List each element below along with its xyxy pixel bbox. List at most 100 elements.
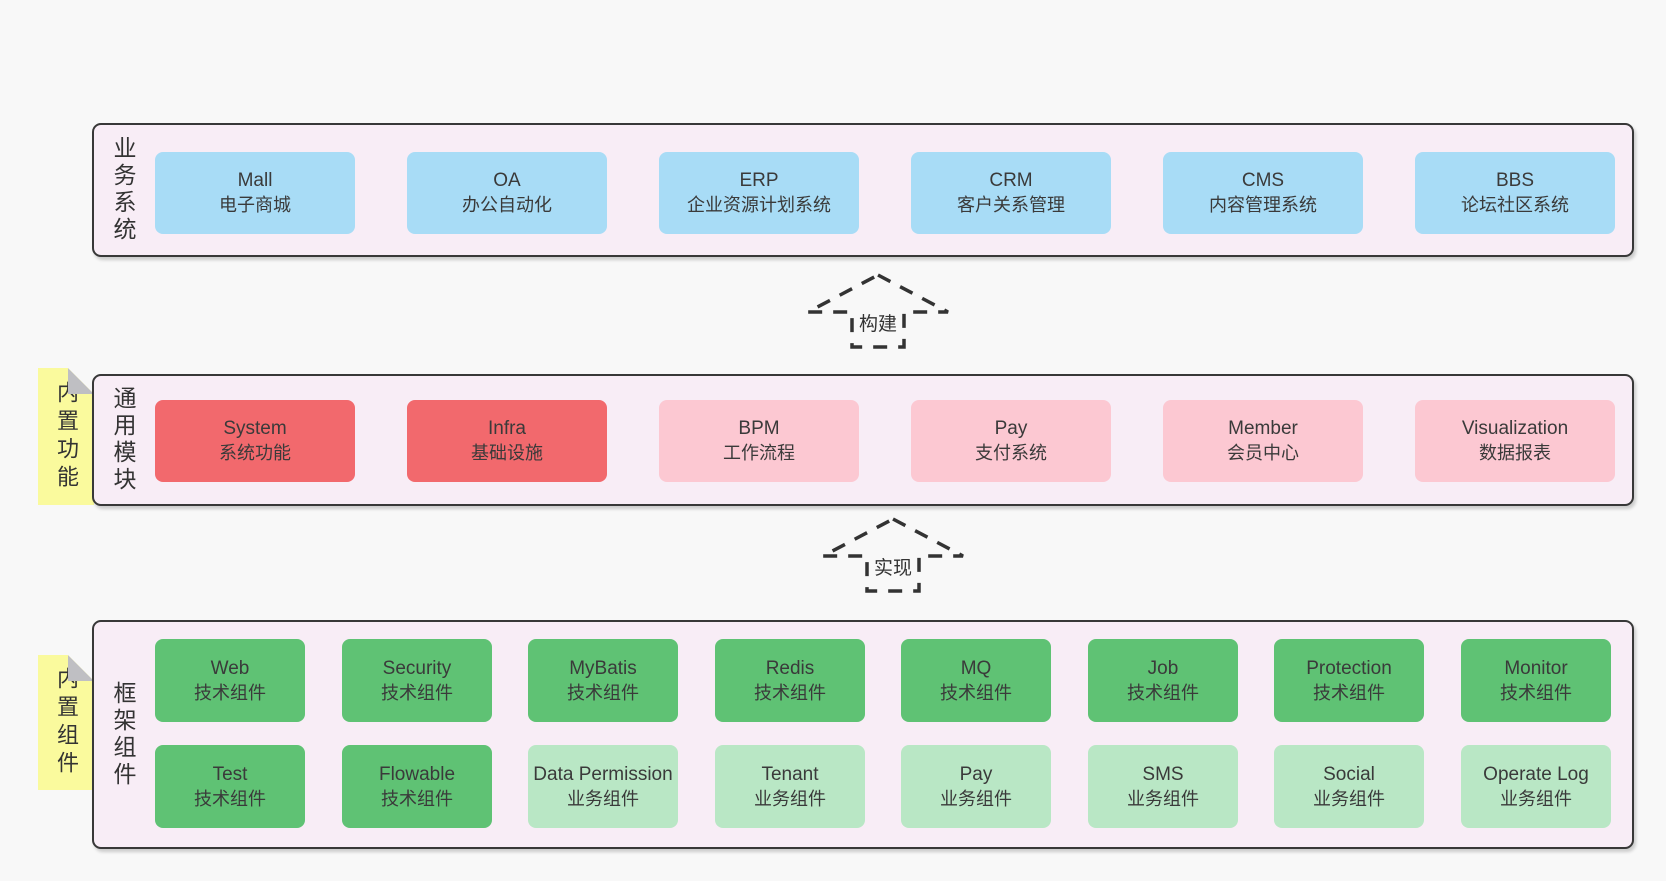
box-title: MQ	[960, 657, 992, 679]
box-title: Test	[212, 763, 248, 785]
box-subtitle: 基础设施	[471, 443, 543, 463]
box-erp: ERP 企业资源计划系统	[659, 152, 859, 234]
box-title: BBS	[1495, 170, 1535, 191]
box-system: System 系统功能	[155, 400, 355, 482]
box-infra: Infra 基础设施	[407, 400, 607, 482]
box-subtitle: 技术组件	[567, 682, 639, 703]
box-title: Flowable	[378, 763, 456, 785]
box-title: Member	[1228, 418, 1298, 439]
box-data-permission: Data Permission 业务组件	[528, 745, 678, 828]
box-subtitle: 客户关系管理	[957, 195, 1065, 215]
box-oa: OA 办公自动化	[407, 152, 607, 234]
box-security: Security 技术组件	[342, 639, 492, 722]
arrow-label: 实现	[874, 557, 912, 579]
box-title: MyBatis	[569, 657, 637, 679]
box-mq: MQ 技术组件	[901, 639, 1051, 722]
box-subtitle: 支付系统	[975, 443, 1047, 463]
box-title: Pay	[994, 418, 1028, 439]
box-title: Operate Log	[1483, 763, 1589, 785]
box-subtitle: 论坛社区系统	[1461, 195, 1569, 215]
panel-framework-components: 框架组件 Web 技术组件 Security 技术组件 MyBatis 技术组件…	[92, 620, 1634, 849]
box-pay-component: Pay 业务组件	[901, 745, 1051, 828]
box-subtitle: 业务组件	[1127, 788, 1199, 809]
tag-built-in-features: 内置功能	[38, 368, 94, 505]
arrow-label: 构建	[859, 313, 897, 335]
box-visualization: Visualization 数据报表	[1415, 400, 1615, 482]
box-title: ERP	[739, 170, 779, 191]
box-subtitle: 业务组件	[754, 788, 826, 809]
tag-built-in-components: 内置组件	[38, 655, 94, 790]
box-title: Social	[1323, 763, 1375, 785]
panel-business-systems: 业务系统 Mall 电子商城 OA 办公自动化 ERP 企业资源计划系统 CRM…	[92, 123, 1634, 257]
box-title: CRM	[989, 170, 1033, 191]
box-subtitle: 工作流程	[723, 443, 795, 463]
box-title: SMS	[1142, 763, 1184, 785]
box-subtitle: 企业资源计划系统	[687, 195, 831, 215]
box-title: System	[223, 418, 287, 439]
box-subtitle: 业务组件	[1500, 788, 1572, 809]
box-subtitle: 技术组件	[754, 682, 826, 703]
box-pay-module: Pay 支付系统	[911, 400, 1111, 482]
box-subtitle: 办公自动化	[462, 195, 552, 215]
panel-side-label: 框架组件	[110, 680, 136, 789]
box-title: Tenant	[761, 763, 819, 785]
box-subtitle: 电子商城	[219, 195, 291, 215]
box-title: Job	[1147, 657, 1179, 679]
box-subtitle: 技术组件	[940, 682, 1012, 703]
box-subtitle: 系统功能	[219, 443, 291, 463]
folded-corner-icon	[68, 368, 94, 394]
box-cms: CMS 内容管理系统	[1163, 152, 1363, 234]
implement-arrow-icon: 实现	[822, 517, 964, 593]
box-title: Pay	[959, 763, 993, 785]
box-title: OA	[493, 170, 521, 191]
box-title: Protection	[1306, 657, 1392, 679]
tag-label: 内置组件	[54, 666, 79, 779]
box-bpm: BPM 工作流程	[659, 400, 859, 482]
box-subtitle: 会员中心	[1227, 443, 1299, 463]
box-crm: CRM 客户关系管理	[911, 152, 1111, 234]
box-title: Web	[210, 657, 250, 679]
box-subtitle: 技术组件	[194, 682, 266, 703]
box-sms: SMS 业务组件	[1088, 745, 1238, 828]
box-title: Data Permission	[533, 763, 673, 785]
box-mall: Mall 电子商城	[155, 152, 355, 234]
build-arrow-icon: 构建	[807, 273, 949, 349]
folded-corner-icon	[68, 655, 94, 681]
box-title: Monitor	[1504, 657, 1568, 679]
panel-common-modules: 通用模块 System 系统功能 Infra 基础设施 BPM 工作流程 Pay…	[92, 374, 1634, 506]
box-mybatis: MyBatis 技术组件	[528, 639, 678, 722]
box-member: Member 会员中心	[1163, 400, 1363, 482]
panel-side-label: 通用模块	[110, 386, 136, 494]
box-job: Job 技术组件	[1088, 639, 1238, 722]
box-title: CMS	[1241, 170, 1285, 191]
box-subtitle: 业务组件	[567, 788, 639, 809]
box-subtitle: 业务组件	[940, 788, 1012, 809]
box-title: Mall	[237, 170, 273, 191]
box-monitor: Monitor 技术组件	[1461, 639, 1611, 722]
box-flowable: Flowable 技术组件	[342, 745, 492, 828]
box-subtitle: 技术组件	[194, 788, 266, 809]
box-title: Visualization	[1461, 418, 1569, 439]
box-social: Social 业务组件	[1274, 745, 1424, 828]
box-test: Test 技术组件	[155, 745, 305, 828]
tag-label: 内置功能	[54, 380, 79, 493]
box-subtitle: 技术组件	[381, 788, 453, 809]
box-title: Security	[382, 657, 452, 679]
box-subtitle: 业务组件	[1313, 788, 1385, 809]
box-redis: Redis 技术组件	[715, 639, 865, 722]
panel-side-label: 业务系统	[110, 136, 136, 244]
box-subtitle: 技术组件	[1500, 682, 1572, 703]
box-subtitle: 技术组件	[1313, 682, 1385, 703]
box-title: BPM	[738, 418, 780, 439]
box-subtitle: 技术组件	[381, 682, 453, 703]
box-subtitle: 内容管理系统	[1209, 195, 1317, 215]
box-web: Web 技术组件	[155, 639, 305, 722]
box-tenant: Tenant 业务组件	[715, 745, 865, 828]
box-subtitle: 技术组件	[1127, 682, 1199, 703]
box-protection: Protection 技术组件	[1274, 639, 1424, 722]
box-subtitle: 数据报表	[1479, 443, 1551, 463]
box-title: Redis	[765, 657, 815, 679]
box-operate-log: Operate Log 业务组件	[1461, 745, 1611, 828]
box-bbs: BBS 论坛社区系统	[1415, 152, 1615, 234]
